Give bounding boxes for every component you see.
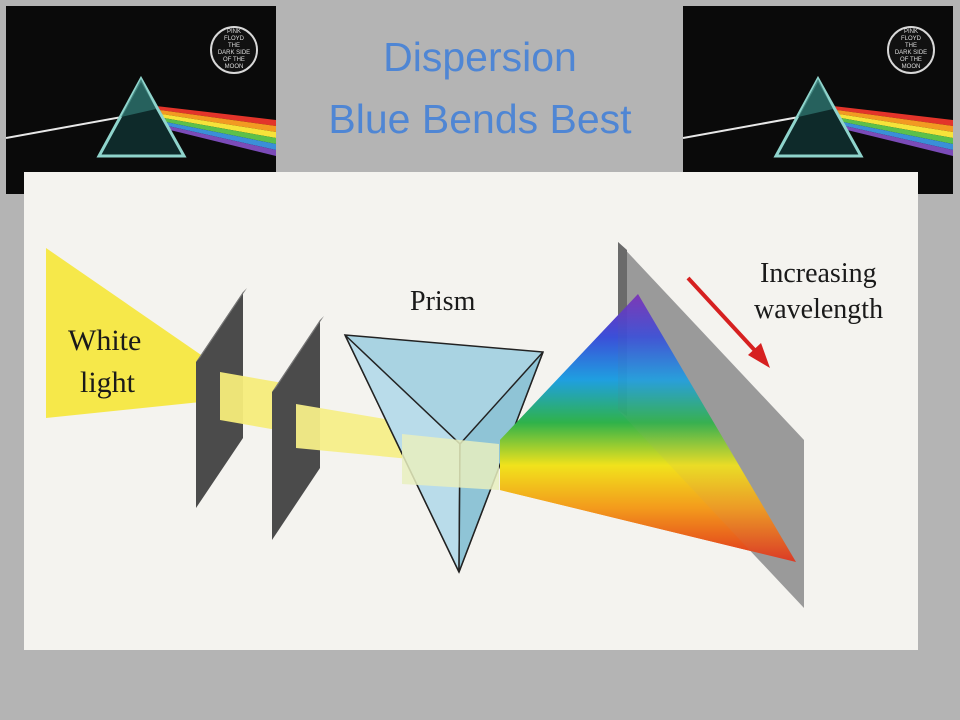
svg-text:OF THE: OF THE	[900, 57, 922, 63]
svg-text:FLOYD: FLOYD	[224, 36, 245, 42]
album-cover-left: PINK FLOYD THE DARK SIDE OF THE MOON	[6, 6, 276, 194]
wavelength-arrow	[686, 276, 762, 358]
album-cover-right: PINK FLOYD THE DARK SIDE OF THE MOON	[683, 6, 953, 194]
svg-text:FLOYD: FLOYD	[901, 36, 922, 42]
album-badge: PINK FLOYD THE DARK SIDE OF THE MOON	[887, 26, 935, 74]
title-line-2: Blue Bends Best	[328, 96, 632, 142]
prism-label: Prism	[410, 286, 476, 317]
dispersion-figure: White light Prism Increasing wavelength	[46, 242, 883, 608]
screen-label-line1: Increasing	[760, 258, 877, 289]
wavelength-arrowhead	[748, 343, 770, 368]
svg-text:PINK: PINK	[904, 29, 918, 35]
album-light-ray	[683, 114, 811, 139]
screen-label-line2: wavelength	[754, 294, 883, 325]
album-rainbow	[833, 106, 953, 156]
white-light-label-line2: light	[80, 366, 136, 399]
svg-text:THE: THE	[228, 43, 240, 49]
album-prism	[773, 75, 864, 158]
white-light-label-line1: White	[68, 324, 141, 357]
slide-title: Dispersion Blue Bends Best	[276, 26, 684, 150]
svg-text:OF THE: OF THE	[223, 57, 245, 63]
dispersion-diagram: White light Prism Increasing wavelength	[24, 172, 918, 650]
prism-album-art: PINK FLOYD THE DARK SIDE OF THE MOON	[683, 6, 953, 194]
svg-text:DARK SIDE: DARK SIDE	[218, 50, 250, 56]
white-light-cone	[46, 248, 220, 418]
svg-text:MOON: MOON	[225, 64, 244, 70]
svg-text:THE: THE	[905, 43, 917, 49]
album-light-ray	[6, 114, 134, 139]
svg-text:DARK SIDE: DARK SIDE	[895, 50, 927, 56]
title-line-1: Dispersion	[383, 34, 577, 80]
svg-text:MOON: MOON	[902, 64, 921, 70]
album-rainbow	[156, 106, 276, 156]
album-prism	[96, 75, 187, 158]
album-badge: PINK FLOYD THE DARK SIDE OF THE MOON	[210, 26, 258, 74]
prism-album-art: PINK FLOYD THE DARK SIDE OF THE MOON	[6, 6, 276, 194]
svg-text:PINK: PINK	[227, 29, 241, 35]
